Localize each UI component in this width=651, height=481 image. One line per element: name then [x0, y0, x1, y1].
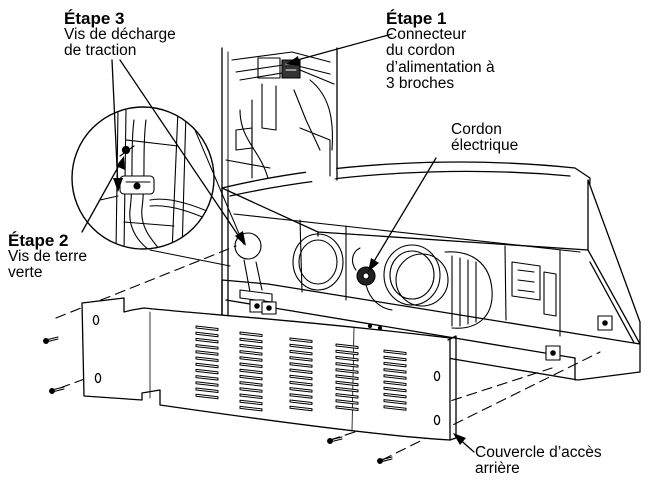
vent-slot — [239, 331, 263, 337]
step3-line-2: de traction — [64, 42, 137, 60]
vent-slot — [195, 344, 219, 350]
step1-title: Étape 1 — [386, 9, 447, 28]
vent-slot — [239, 399, 263, 406]
vent-slot — [335, 405, 359, 411]
vent-slot — [383, 392, 407, 399]
step3-line-1: Vis de décharge — [64, 26, 176, 43]
vent-slot — [239, 374, 263, 381]
vent-slot — [335, 399, 359, 405]
vent-slot — [289, 337, 313, 343]
vent-slot — [335, 393, 359, 399]
vent-slot — [239, 381, 263, 387]
vent-slot — [239, 343, 263, 350]
step1-line-2: du cordon — [386, 42, 455, 60]
vent-slot — [239, 387, 263, 393]
arrowheads — [113, 56, 466, 445]
callout-leaders — [81, 33, 475, 453]
cord-label: Cordon électrique — [451, 121, 519, 155]
cord-line-1: Cordon — [451, 121, 502, 138]
vent-slot — [195, 356, 219, 362]
step1-line-1: Connecteur — [386, 26, 467, 43]
vent-slot — [335, 349, 359, 356]
step1-label: Étape 1 Connecteur du cordon d’alimentat… — [386, 10, 495, 92]
vent-slot — [195, 381, 219, 387]
vent-slot — [383, 386, 407, 393]
cord-line-2: électrique — [451, 137, 519, 155]
vent-slot — [289, 387, 313, 393]
vent-slot — [383, 355, 407, 362]
vent-slot — [335, 368, 359, 374]
vent-slot — [195, 325, 219, 331]
vent-slot — [195, 350, 219, 356]
vent-slot — [335, 355, 359, 362]
cover-line-1: Couvercle d’accès — [475, 444, 602, 461]
vent-slot — [335, 386, 359, 393]
step2-line-2: verte — [8, 264, 43, 282]
vent-slot — [195, 331, 219, 338]
vent-slot — [289, 368, 313, 374]
vent-slot — [335, 362, 359, 368]
vent-slot — [289, 399, 313, 405]
vent-slot — [195, 387, 219, 393]
vent-slot — [195, 375, 219, 381]
step1-line-4: 3 broches — [386, 74, 455, 92]
step2-line-1: Vis de terre — [8, 248, 87, 265]
vent-slot — [195, 337, 219, 344]
step1-line-3: d’alimentation à — [386, 58, 495, 76]
vent-slot — [195, 393, 219, 400]
vent-slot — [335, 380, 359, 387]
vent-slot — [289, 405, 313, 412]
step2-title: Étape 2 — [8, 231, 69, 250]
screws — [43, 336, 393, 464]
vent-louvers — [195, 325, 407, 412]
vent-slot — [383, 405, 407, 411]
vent-slot — [195, 362, 219, 369]
vent-slot — [239, 356, 263, 362]
vent-slot — [289, 349, 313, 356]
vent-slot — [383, 368, 407, 374]
vent-slot — [335, 343, 359, 349]
vent-slot — [289, 374, 313, 381]
vent-slot — [239, 350, 263, 356]
vent-slot — [383, 361, 407, 368]
vent-slot — [239, 362, 263, 368]
vent-slot — [289, 362, 313, 368]
internal-components — [233, 213, 613, 361]
vent-slot — [289, 393, 313, 399]
cover-label: Couvercle d’accès arrière — [475, 444, 602, 478]
step2-label: Étape 2 Vis de terre verte — [8, 232, 87, 282]
vent-slot — [289, 356, 313, 362]
vent-slot — [383, 374, 407, 380]
vent-slot — [239, 337, 263, 344]
vent-slot — [195, 368, 219, 375]
vent-slot — [289, 343, 313, 350]
connector-detail-inset — [221, 47, 338, 197]
vent-slot — [239, 368, 263, 375]
vent-slot — [383, 349, 407, 355]
vent-slot — [239, 405, 263, 412]
vent-slot — [335, 374, 359, 380]
vent-slot — [239, 393, 263, 399]
vent-slot — [289, 380, 313, 387]
vent-slot — [383, 399, 407, 405]
vent-slot — [383, 380, 407, 386]
step3-label: Étape 3 Vis de décharge de traction — [64, 10, 176, 60]
magnified-detail-circle — [71, 106, 241, 267]
step3-title: Étape 3 — [64, 9, 125, 28]
cover-line-2: arrière — [475, 460, 520, 478]
